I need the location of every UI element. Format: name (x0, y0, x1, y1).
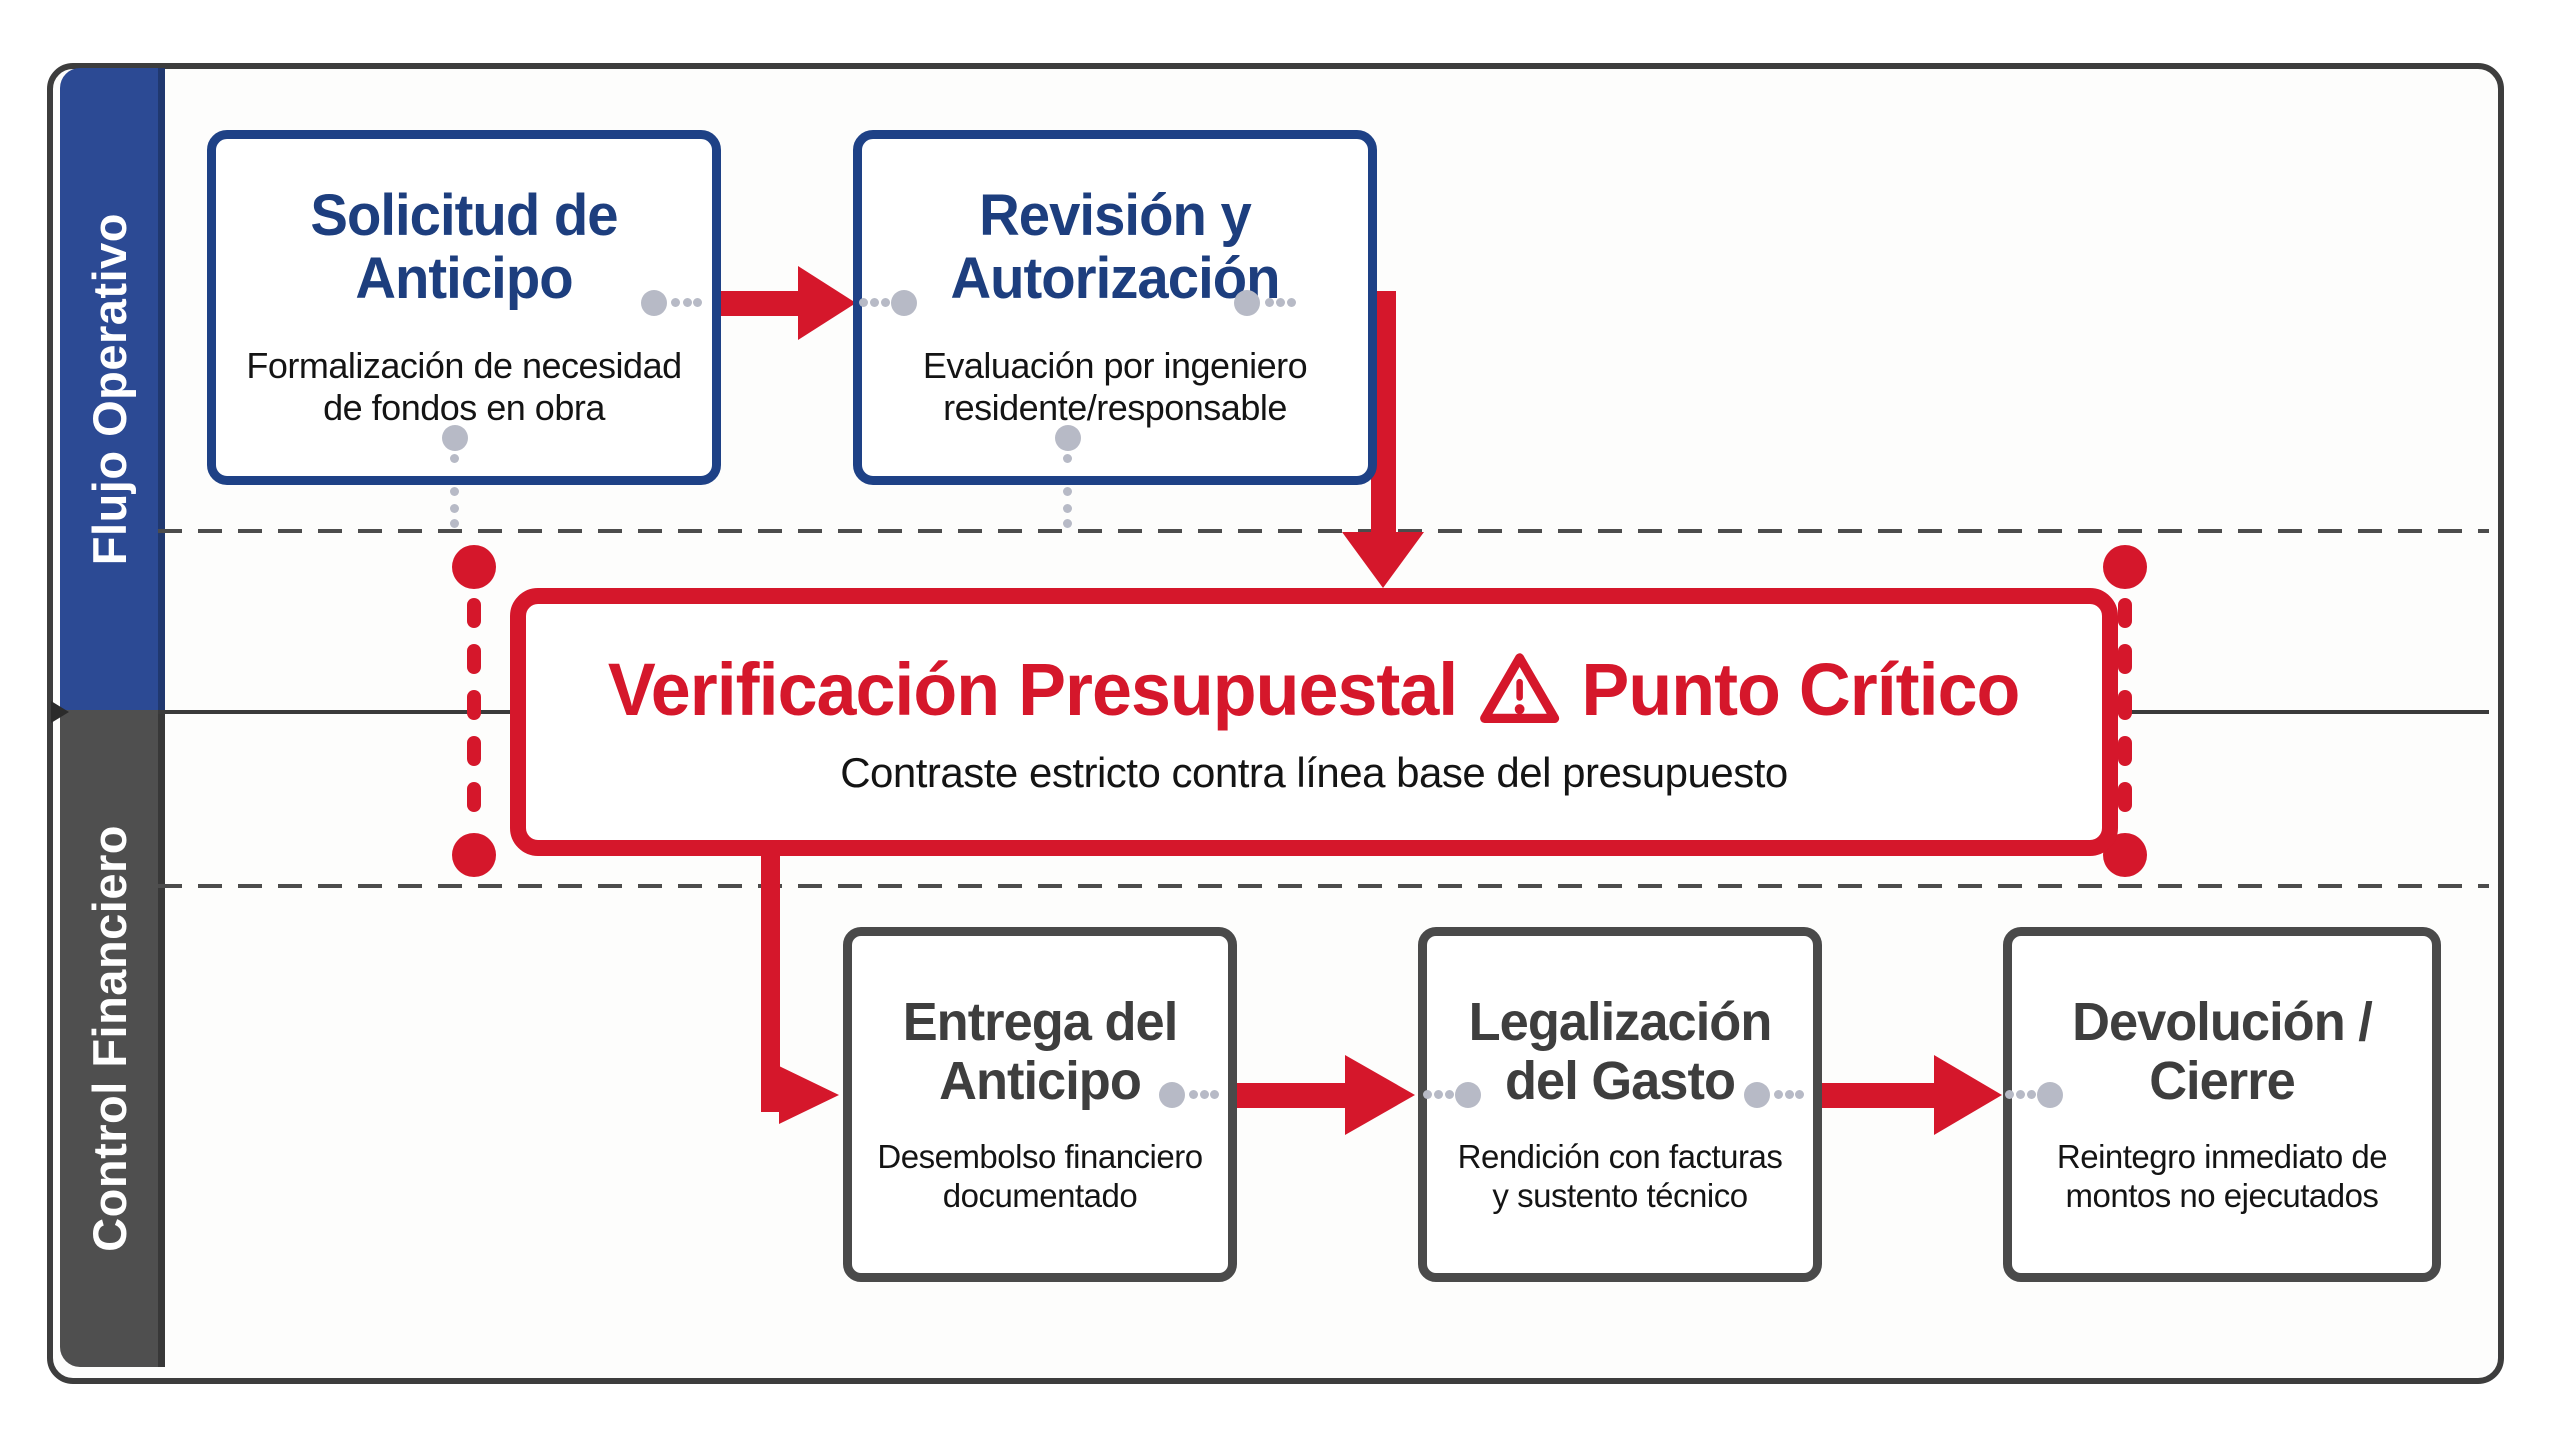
critical-connector-left-dashes (467, 598, 481, 812)
node-title: Verificación Presupuestal Punto Crítico (608, 647, 2021, 732)
node-verificacion-presupuestal: Verificación Presupuestal Punto Crítico … (510, 588, 2118, 856)
arrow-entrega-to-legalizacion-head (1345, 1055, 1415, 1135)
node-subtitle: Reintegro inmediato de montos no ejecuta… (2056, 1137, 2388, 1214)
node-title: Revisión y Autorización (950, 183, 1280, 312)
critical-connector-left-top-dot (452, 545, 496, 589)
critical-connector-right-top-dot (2103, 545, 2147, 589)
arrow-verificacion-to-entrega-v (761, 812, 780, 1112)
arrow-solicitud-to-revision-head (798, 266, 856, 340)
node-subtitle: Evaluación por ingeniero residente/respo… (922, 344, 1308, 429)
node-subtitle: Desembolso financiero documentado (877, 1137, 1203, 1214)
node-subtitle: Rendición con facturas y sustento técnic… (1457, 1137, 1783, 1214)
critical-connector-left-bottom-dot (452, 833, 496, 877)
node-subtitle: Formalización de necesidad de fondos en … (246, 344, 682, 429)
node-solicitud-de-anticipo: Solicitud de Anticipo Formalización de n… (207, 130, 721, 485)
arrow-legalizacion-to-devolucion-head (1934, 1055, 2002, 1135)
lane-junction-marker-icon (51, 701, 69, 723)
lane-label-control-financiero: Control Financiero (82, 825, 136, 1252)
node-revision-y-autorizacion: Revisión y Autorización Evaluación por i… (853, 130, 1377, 485)
node-title: Solicitud de Anticipo (310, 183, 618, 312)
node-subtitle: Contraste estricto contra línea base del… (840, 748, 1788, 796)
dashed-divider-top (158, 529, 2489, 533)
arrow-entrega-to-legalizacion-shaft (1219, 1083, 1347, 1108)
node-title: Devolución / Cierre (2072, 992, 2373, 1111)
node-devolucion-cierre: Devolución / Cierre Reintegro inmediato … (2003, 927, 2441, 1282)
lane-control-financiero: Control Financiero (60, 710, 165, 1367)
dashed-divider-bottom (158, 884, 2489, 888)
warning-triangle-icon (1480, 653, 1560, 724)
node-title-lead: Verificación Presupuestal (608, 647, 1458, 731)
arrow-revision-to-verificacion-head (1342, 532, 1424, 588)
critical-connector-right-dashes (2118, 598, 2132, 812)
node-title: Legalización del Gasto (1468, 992, 1773, 1111)
arrow-legalizacion-to-devolucion-shaft (1804, 1083, 1936, 1108)
lane-label-flujo-operativo: Flujo Operativo (82, 212, 136, 566)
arrow-verificacion-to-entrega-head (779, 1066, 839, 1124)
node-entrega-del-anticipo: Entrega del Anticipo Desembolso financie… (843, 927, 1237, 1282)
lane-flujo-operativo: Flujo Operativo (60, 68, 165, 710)
node-title: Entrega del Anticipo (902, 992, 1179, 1111)
node-title-tail: Punto Crítico (1581, 647, 2021, 731)
